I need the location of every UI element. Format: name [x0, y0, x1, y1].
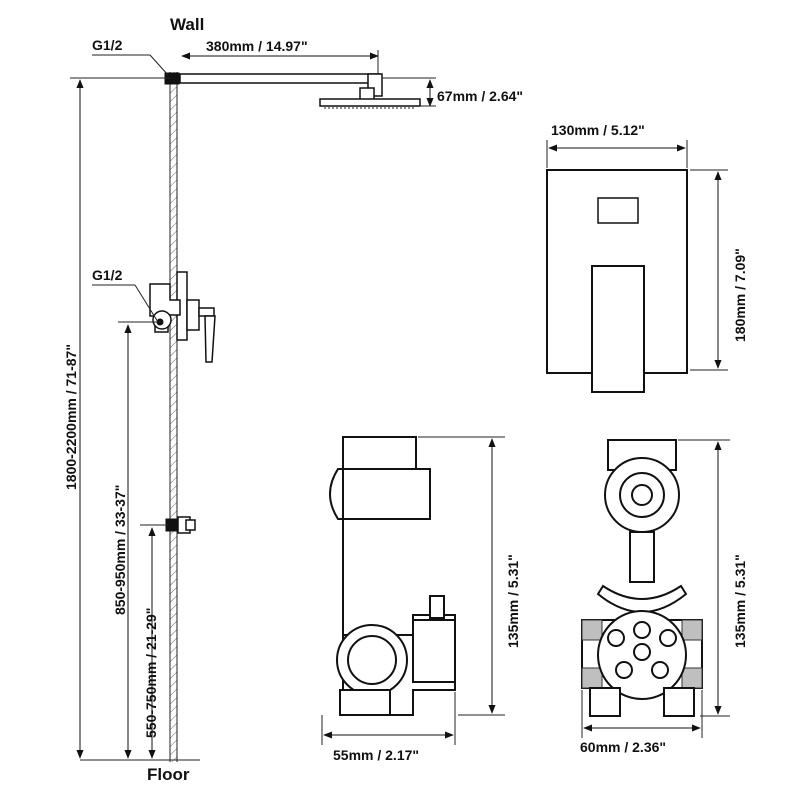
lower-height-text: 550-750mm / 21-29": [143, 608, 159, 738]
side-height-text: 135mm / 5.31": [505, 554, 521, 648]
shower-arm: [164, 72, 383, 97]
wall: [169, 72, 178, 762]
valve-body-side: [329, 436, 456, 716]
front-height-text: 135mm / 5.31": [732, 554, 748, 648]
plate-width-text: 130mm / 5.12": [551, 122, 645, 138]
inlet-top-label: G1/2: [92, 37, 123, 53]
side-width-text: 55mm / 2.17": [333, 747, 419, 763]
wall-label: Wall: [170, 15, 204, 34]
inlet-mid-leader-2: [134, 284, 159, 323]
shower-head: [319, 87, 421, 109]
mixing-valve: [149, 271, 216, 363]
front-width-text: 60mm / 2.36": [580, 739, 666, 755]
total-height-text: 1800-2200mm / 71-87": [63, 344, 79, 490]
inlet-top-leader-2: [149, 54, 169, 76]
floor-label: Floor: [147, 765, 190, 784]
valve-height-text: 850-950mm / 33-37": [112, 485, 128, 615]
arm-length-text: 380mm / 14.97": [206, 38, 308, 54]
cover-plate: [546, 169, 688, 393]
head-height-text: 67mm / 2.64": [437, 88, 523, 104]
valve-body-front: [581, 439, 703, 717]
lower-outlet: [165, 516, 196, 534]
inlet-mid-label: G1/2: [92, 267, 123, 283]
plate-height-text: 180mm / 7.09": [732, 248, 748, 342]
